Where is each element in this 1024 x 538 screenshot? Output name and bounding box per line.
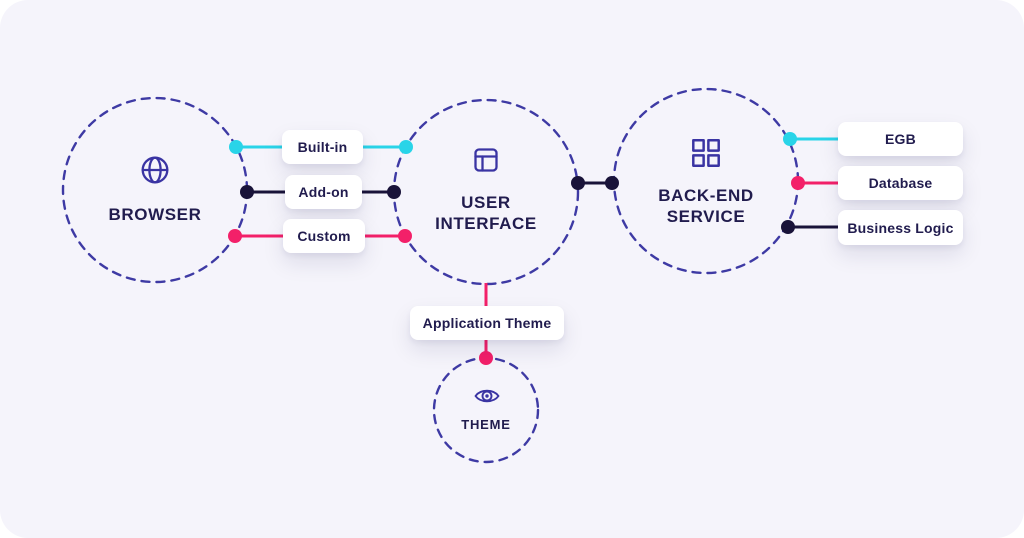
- dot-built-in-left: [229, 140, 243, 154]
- theme-label-text: THEME: [461, 417, 511, 432]
- dot-built-in-right: [399, 140, 413, 154]
- browser-label: BROWSER: [109, 204, 202, 225]
- dot-custom-left: [228, 229, 242, 243]
- pill-custom: Custom: [283, 219, 365, 253]
- user-interface-label: USER INTERFACE: [435, 192, 537, 234]
- theme-label: THEME: [461, 414, 511, 435]
- dot-egb: [783, 132, 797, 146]
- pill-business-logic: Business Logic: [838, 210, 963, 245]
- browser-circle: [61, 96, 249, 284]
- theme-circle: [432, 356, 540, 464]
- grid-icon: [692, 139, 720, 167]
- backend-service-label: BACK-END SERVICE: [658, 185, 753, 227]
- dot-add-on-right: [387, 185, 401, 199]
- pill-add-on: Add-on: [285, 175, 362, 209]
- pill-built-in: Built-in: [282, 130, 363, 164]
- backend-service-circle: [612, 87, 800, 275]
- dot-custom-right: [398, 229, 412, 243]
- dot-add-on-left: [240, 185, 254, 199]
- layout-icon: [472, 146, 500, 174]
- backend-label-line2: SERVICE: [666, 207, 746, 226]
- user-interface-label-line1: USER: [461, 193, 511, 212]
- dot-ui-right: [571, 176, 585, 190]
- dot-backend-left: [605, 176, 619, 190]
- pill-egb: EGB: [838, 122, 963, 156]
- user-interface-label-line2: INTERFACE: [435, 214, 537, 233]
- pill-database: Database: [838, 166, 963, 200]
- backend-label-line1: BACK-END: [658, 186, 754, 205]
- browser-label-text: BROWSER: [108, 205, 202, 224]
- eye-icon: [474, 386, 500, 406]
- globe-icon: [139, 154, 171, 186]
- pill-application-theme: Application Theme: [410, 306, 564, 340]
- dot-database: [791, 176, 805, 190]
- dot-theme-top: [479, 351, 493, 365]
- dot-business-logic: [781, 220, 795, 234]
